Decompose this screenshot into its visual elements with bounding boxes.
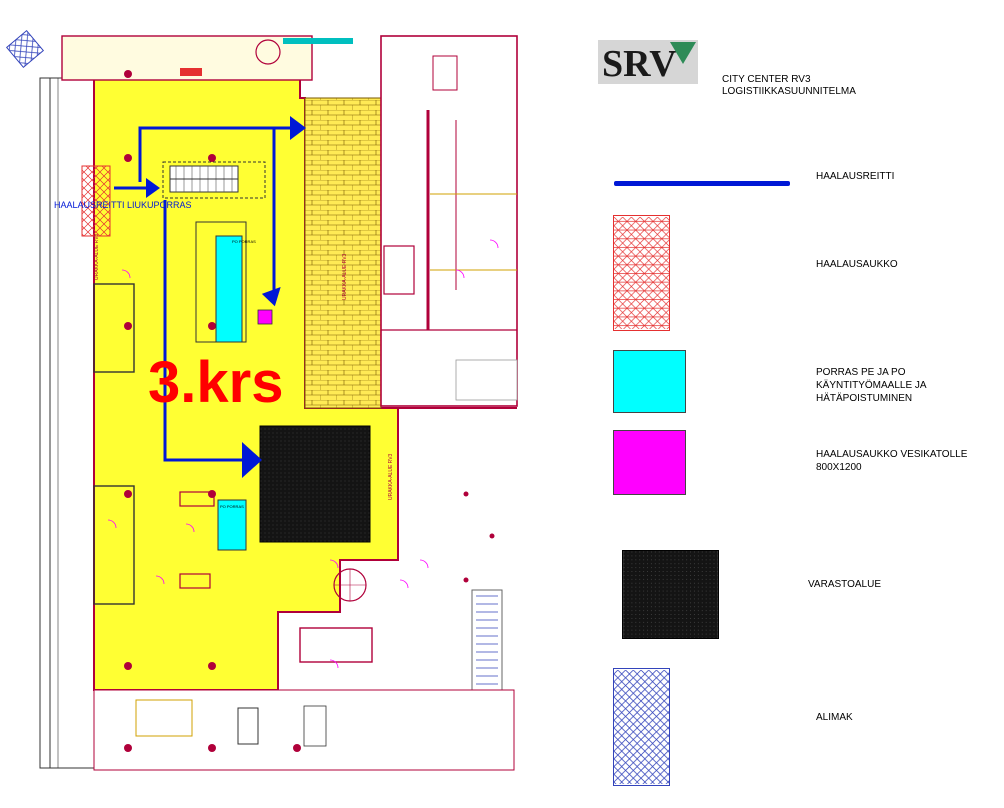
door-swings: [107, 239, 499, 669]
legend-stair-swatch: [613, 350, 686, 413]
floor-label: 3.krs: [148, 350, 283, 415]
crosshatch-pattern-icon: [613, 215, 670, 331]
legend-stair-label: PORRAS PE JA PO KÄYNTITYÖMAALLE JA HÄTÄP…: [816, 367, 927, 404]
brick-block: [304, 97, 382, 409]
area-label-brick: URAKKA-ALUE RV3: [342, 253, 348, 300]
area-label-right: URAKKA-ALUE RV3: [388, 453, 394, 500]
srv-logo: SRV: [598, 40, 698, 85]
route-line-icon: [614, 181, 790, 186]
project-title-line1: CITY CENTER RV3: [722, 74, 811, 85]
project-title-line2: LOGISTIIKKASUUNNITELMA: [722, 86, 856, 97]
stair-lower-label: PO PORRAS: [220, 504, 244, 509]
haalausaukko-marker: [81, 165, 111, 237]
right-rooms: [380, 35, 518, 407]
hoist-pattern-icon: [613, 668, 670, 786]
legend-opening-label: HAALAUSAUKKO: [816, 259, 898, 270]
legend-storage-label: VARASTOALUE: [808, 579, 881, 590]
escalator: [162, 161, 266, 199]
triangle-icon: [670, 42, 696, 64]
route-arrowheads: [146, 116, 306, 478]
legend-roof-opening-label: HAALAUSAUKKO VESIKATOLLE 800X1200: [816, 449, 968, 473]
area-label-left: URAKKA-ALUE RV3: [94, 233, 100, 280]
route-label: HAALAUSREITTI LIUKUPORRAS: [54, 200, 192, 210]
legend-roof-opening-swatch: [613, 430, 686, 495]
logo-text: SRV: [602, 43, 677, 85]
legend-hoist-label: ALIMAK: [816, 712, 853, 723]
columns: [124, 154, 495, 752]
legend-route-label: HAALAUSREITTI: [816, 171, 895, 182]
top-rooms: [61, 35, 313, 81]
stair-upper: [215, 235, 243, 343]
storage-area: [259, 425, 371, 543]
top-fixture: [180, 68, 202, 76]
stair-lower: [217, 499, 247, 551]
legend-storage-swatch: [622, 550, 719, 639]
project-title: CITY CENTER RV3 LOGISTIIKKASUUNNITELMA: [722, 74, 856, 98]
haulage-route: [114, 126, 294, 462]
escalator-right: [471, 589, 503, 705]
stair-upper-label: PO PORRAS: [232, 239, 256, 244]
roof-opening-marker: [257, 309, 273, 325]
floor-plan: PO PORRAS PO PORRAS HAALAUSREITTI LIUKUP…: [5, 29, 518, 771]
hoist-marker: [5, 29, 45, 69]
